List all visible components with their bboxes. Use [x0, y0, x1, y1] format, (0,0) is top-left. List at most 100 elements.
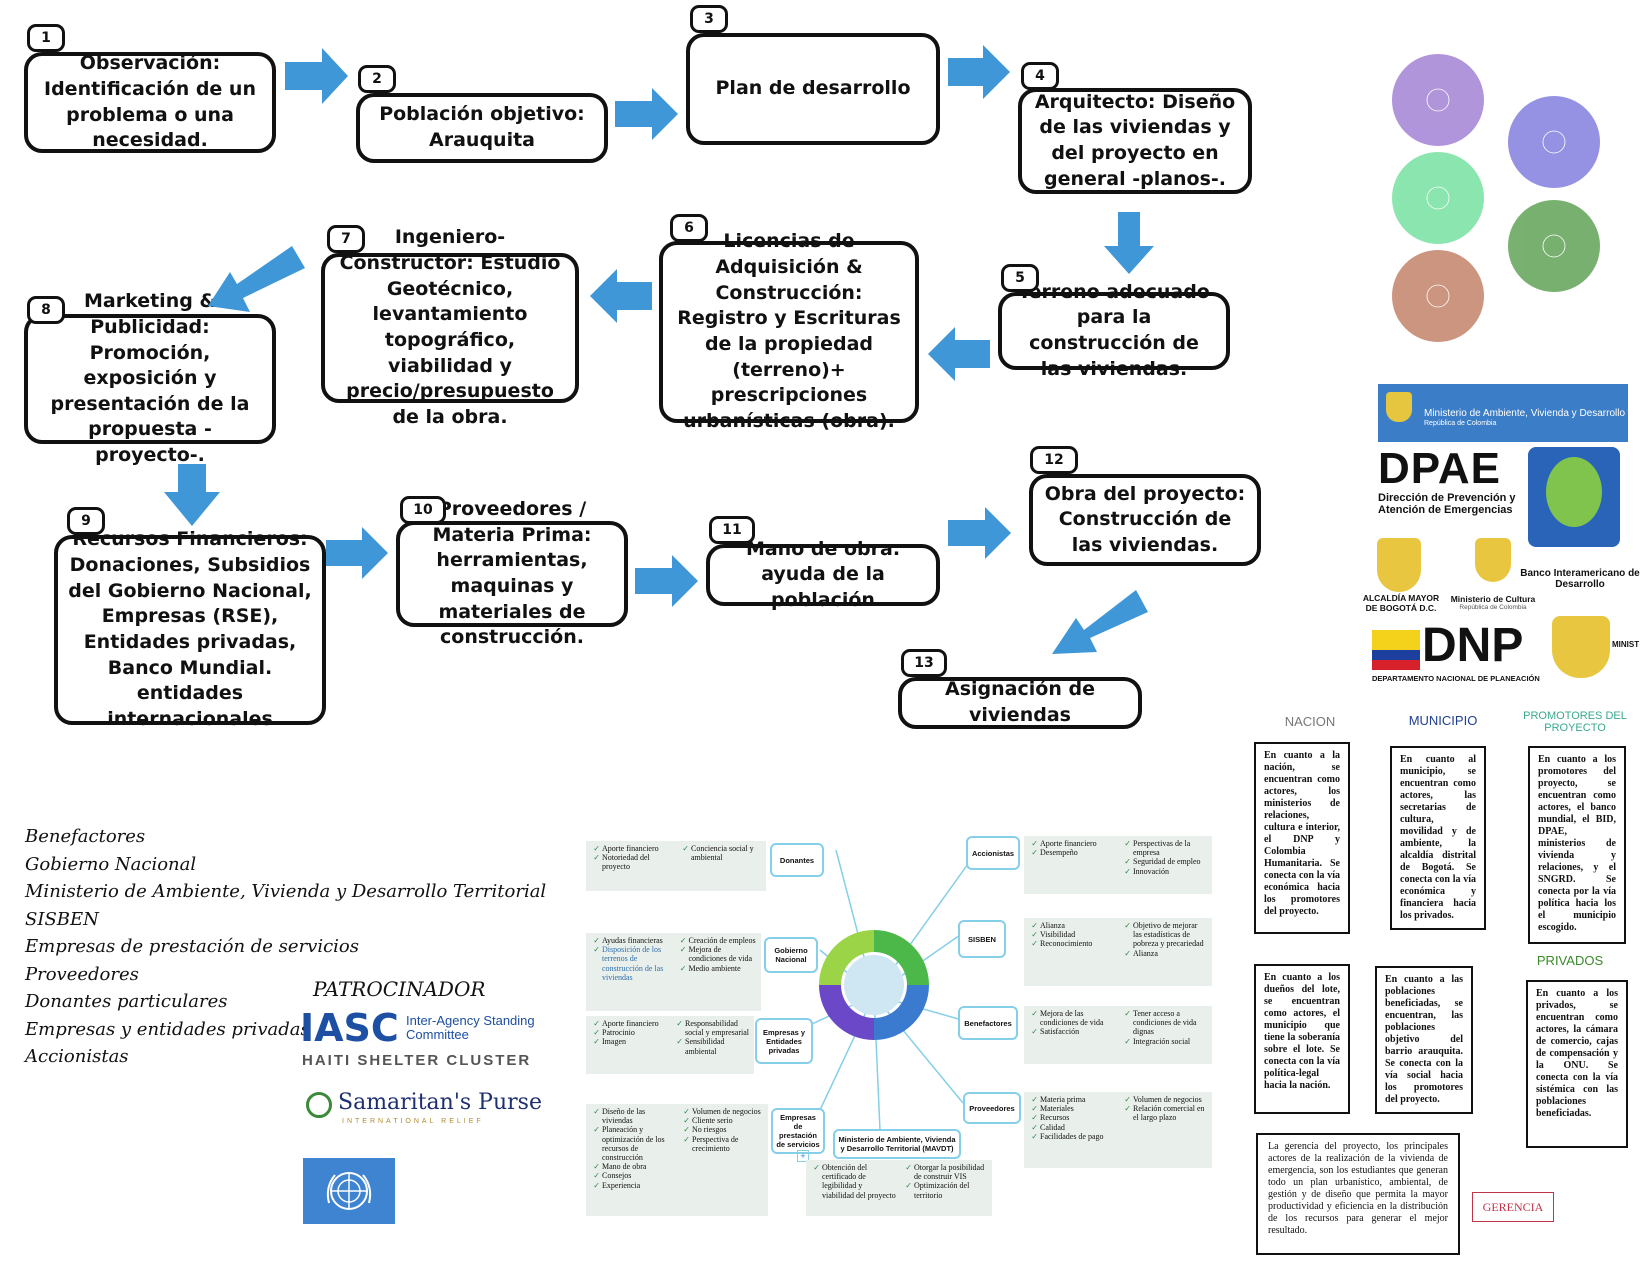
mm-item: Perspectivas de la empresa [1133, 839, 1208, 857]
privados-box: En cuanto a los privados, se encuentran … [1526, 980, 1628, 1148]
step-5-number: 5 [1015, 270, 1025, 286]
nacion-heading: NACION [1284, 714, 1336, 729]
mm-item: Conciencia social y ambiental [691, 844, 762, 862]
duenos-box: En cuanto a los dueños del lote, se encu… [1254, 964, 1350, 1114]
arrow-5-6 [928, 327, 990, 381]
iasc-subtitle: Inter-Agency Standing Committee [406, 1013, 535, 1042]
step-10-text: Proveedores / Materia Prima: herramienta… [432, 498, 592, 649]
mm-item: Materia prima [1040, 1095, 1115, 1104]
step-3-badge: 3 [690, 5, 728, 33]
step-10-box: Proveedores / Materia Prima: herramienta… [396, 498, 628, 648]
expand-icon[interactable]: + [797, 1150, 809, 1162]
mindmap-node-ministerio[interactable]: Ministerio de Ambiente, Vivienda y Desar… [833, 1129, 961, 1159]
step-10-number: 10 [413, 502, 433, 518]
mindmap-links [794, 849, 979, 1131]
privados-heading: PRIVADOS [1536, 953, 1604, 968]
circle-diagrams [1392, 54, 1600, 342]
mm-item: Ayudas financieras [602, 936, 671, 945]
step-7-badge: 7 [327, 225, 365, 253]
promotores-heading: PROMOTORES DEL PROYECTO [1523, 710, 1627, 734]
mm-item: Mejora de condiciones de vida [689, 945, 758, 963]
step-13-number: 13 [914, 655, 934, 671]
step-4-number: 4 [1035, 68, 1045, 84]
dpae-logo: DPAE [1378, 444, 1501, 493]
mm-item: Obtención del certificado de legibilidad… [822, 1163, 896, 1200]
poblaciones-box: En cuanto a las poblaciones beneficiadas… [1375, 966, 1473, 1114]
mm-item: Materiales [1040, 1104, 1115, 1113]
step-6-number: 6 [684, 220, 694, 236]
cultura-label: Ministerio de Cultura [1450, 594, 1536, 604]
step-1-box: Observación: Identificación de un proble… [24, 52, 276, 153]
mm-item: Visibilidad [1040, 930, 1115, 939]
mm-item: Facilidades de pago [1040, 1132, 1115, 1141]
un-emblem-icon [326, 1172, 372, 1210]
mindmap-center-icon [819, 930, 929, 1040]
step-7-number: 7 [341, 231, 351, 247]
mindmap-node-sisben[interactable]: SISBEN [958, 920, 1006, 958]
mindmap-table-donantes: Aporte financieroNotoriedad del proyecto… [586, 841, 766, 891]
step-11-box: Mano de obra. ayuda de la población [706, 538, 940, 611]
mindmap-table-gobierno: Ayudas financierasDisposición de los ter… [586, 933, 761, 1011]
ministerio-banner: Ministerio de Ambiente, Vivienda y Desar… [1378, 384, 1650, 442]
mm-item: Mejora de las condiciones de vida [1040, 1009, 1115, 1027]
mm-item: Alianza [1040, 921, 1115, 930]
mm-item: Seguridad de empleo [1133, 857, 1208, 866]
mm-item: Imagen [602, 1037, 667, 1046]
flow-arrows [164, 45, 1154, 654]
mm-item: Volumen de negocios [1133, 1095, 1208, 1104]
gerencia-label: GERENCIA [1472, 1192, 1554, 1222]
arrow-9-10 [326, 527, 388, 579]
step-13-box: Asignación de viviendas [898, 677, 1142, 729]
mm-item: Calidad [1040, 1123, 1115, 1132]
iasc-logo-text: IASC [300, 1006, 399, 1050]
stakeholder-item: SISBEN [25, 908, 99, 930]
stakeholder-item: Accionistas [25, 1046, 129, 1067]
mm-item: Creación de empleos [689, 936, 758, 945]
arrow-3-4 [948, 45, 1010, 99]
step-11-text: Mano de obra. ayuda de la población [745, 537, 901, 611]
circle-diagram-brown [1392, 250, 1484, 342]
step-5-text: Terreno adecuado para la construcción de… [1018, 280, 1210, 380]
step-12-text: Obra del proyecto: Construcción de las v… [1044, 482, 1246, 556]
mindmap-node-empresas[interactable]: Empresas y Entidades privadas [755, 1018, 813, 1064]
mm-item: Aporte financiero [1040, 839, 1115, 848]
stakeholder-item: Benefactores [25, 826, 146, 847]
sponsor-title: PATROCINADOR [313, 977, 486, 1001]
mindmap-node-benefactores[interactable]: Benefactores [958, 1006, 1018, 1040]
mindmap-node-donantes[interactable]: Donantes [770, 843, 824, 877]
cultura-shield-icon [1475, 538, 1511, 582]
mindmap-node-gobierno[interactable]: Gobierno Nacional [764, 937, 818, 973]
step-1-badge: 1 [27, 24, 65, 52]
circle-diagram-blue [1508, 96, 1600, 188]
mindmap-node-proveedores[interactable]: Proveedores [963, 1092, 1021, 1124]
samaritan-name: Samaritan's Purse [338, 1090, 542, 1115]
stakeholder-item: Donantes particulares [25, 991, 228, 1012]
circle-diagram-green [1508, 200, 1600, 292]
mm-item: Planeación y optimización de los recurso… [602, 1125, 674, 1162]
ministerio-banner-title: Ministerio de Ambiente, Vivienda y Desar… [1424, 408, 1650, 419]
step-12-badge: 12 [1030, 446, 1078, 474]
step-13-badge: 13 [901, 649, 947, 677]
mindmap-node-servicios[interactable]: Empresas de prestación de servicios [771, 1108, 825, 1154]
minist-label: MINIST [1612, 640, 1640, 649]
promotores-box: En cuanto a los promotores del proyecto,… [1528, 746, 1626, 944]
step-2-box: Población objetivo: Arauquita [356, 93, 608, 163]
mm-item: Volumen de negocios [692, 1107, 764, 1116]
mm-item: Alianza [1133, 949, 1208, 958]
mindmap-table-proveedores: Materia primaMaterialesRecursosCalidadFa… [1024, 1092, 1212, 1168]
arrow-11-12 [948, 507, 1011, 559]
stakeholder-item: Ministerio de Ambiente, Vivienda y Desar… [25, 881, 547, 902]
mm-item: Diseño de las viviendas [602, 1107, 674, 1125]
mindmap-table-accionistas: Aporte financieroDesempeño Perspectivas … [1024, 836, 1212, 894]
arrow-4-5 [1104, 212, 1154, 274]
mindmap-table-empresas: Aporte financieroPatrocinioImagen Respon… [586, 1016, 754, 1074]
mm-item: Objetivo de mejorar las estadísticas de … [1133, 921, 1208, 949]
mindmap-table-servicios: Diseño de las viviendasPlaneación y opti… [586, 1104, 768, 1216]
mindmap-node-accionistas[interactable]: Accionistas [966, 836, 1020, 870]
step-5-badge: 5 [1001, 264, 1039, 292]
cultura-sub: República de Colombia [1459, 604, 1527, 611]
municipio-heading: MUNICIPIO [1408, 713, 1478, 728]
step-12-number: 12 [1044, 452, 1064, 468]
nacion-box: En cuanto a la nación, se encuentran com… [1254, 742, 1350, 934]
ministerio-banner-sub: República de Colombia [1424, 420, 1497, 427]
